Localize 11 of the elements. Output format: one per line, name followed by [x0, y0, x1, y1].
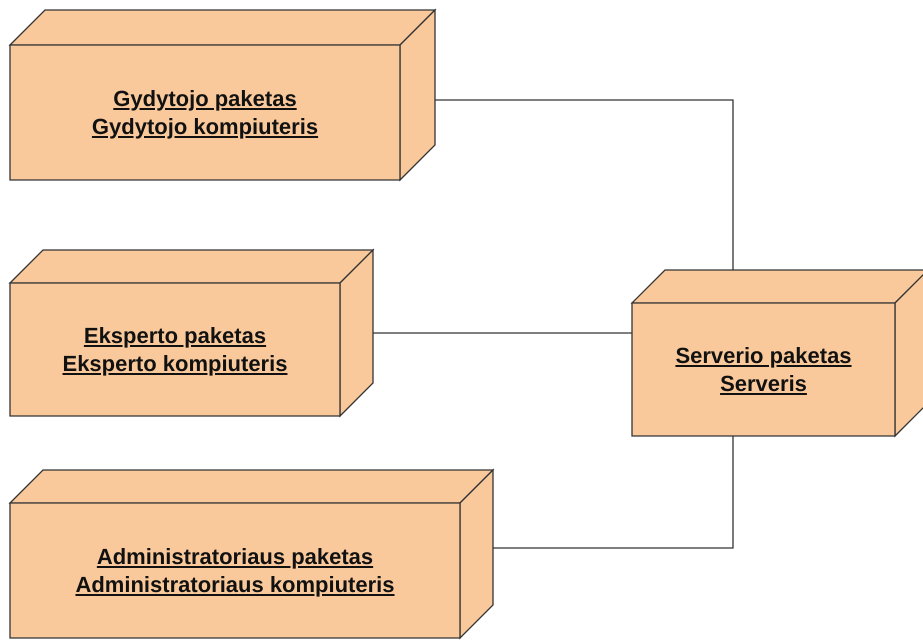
node-label: Eksperto paketas: [84, 322, 266, 350]
node-label: Serverio paketas: [675, 342, 852, 370]
connector-line: [493, 436, 734, 549]
node-label: Gydytojo paketas: [113, 84, 297, 112]
node-label: Administratoriaus kompiuteris: [75, 570, 395, 598]
connector-line: [435, 99, 734, 270]
node-label: Serveris: [720, 370, 807, 398]
node-label: Gydytojo kompiuteris: [92, 112, 318, 140]
connector-line: [373, 332, 632, 334]
node-label: Eksperto kompiuteris: [62, 350, 288, 378]
node-label: Administratoriaus paketas: [96, 542, 374, 570]
